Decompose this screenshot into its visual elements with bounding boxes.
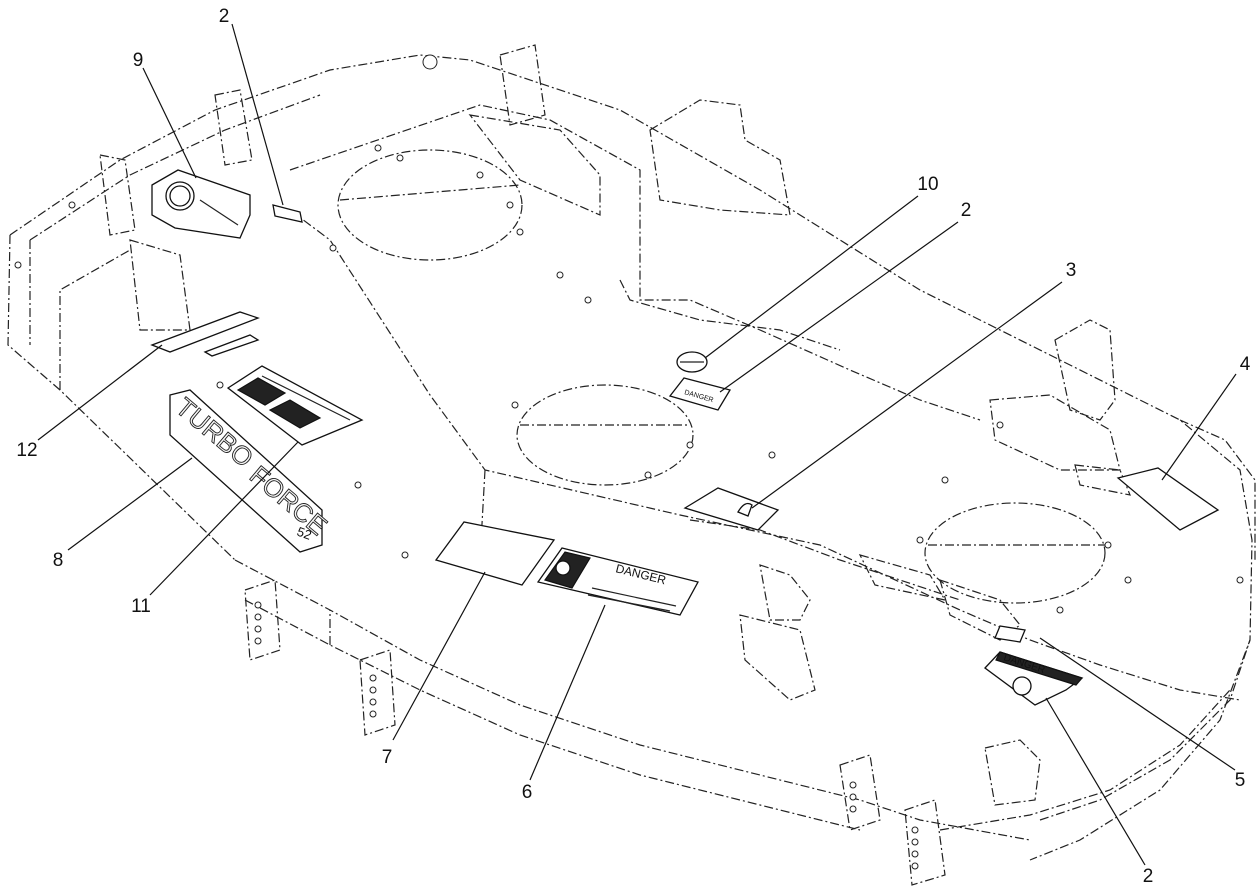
leader-6 [529, 604, 606, 781]
callout-2-mid: 2 [961, 200, 972, 221]
deck-brackets [99, 44, 1131, 806]
leader-7 [392, 571, 486, 741]
small-strip-decal-top [272, 204, 303, 223]
instruction-decal [226, 365, 364, 446]
hitch-plates [244, 579, 946, 886]
callout-4: 4 [1240, 354, 1251, 375]
shield-decal [151, 169, 251, 239]
callout-11: 11 [131, 596, 151, 617]
callout-labels: 2 9 10 2 3 4 12 8 11 7 6 5 2 [16, 6, 1250, 887]
callout-2-bottom: 5 [1235, 770, 1246, 791]
callout-8: 8 [53, 550, 64, 571]
leader-2-top [231, 23, 284, 206]
leader-4 [1161, 373, 1237, 481]
leader-2-mid [719, 221, 959, 393]
callout-12: 12 [16, 440, 37, 461]
height-gauge-decal [150, 311, 260, 357]
leader-12 [37, 344, 163, 441]
leader-11 [149, 441, 299, 596]
callout-2-top: 2 [219, 6, 230, 27]
danger-shield-decal: DANGER [984, 651, 1084, 706]
leader-2-bottom [1039, 637, 1236, 771]
leader-10 [704, 195, 919, 359]
leader-3 [751, 281, 1063, 509]
callout-10: 10 [917, 174, 938, 195]
leader-9 [142, 67, 197, 179]
leader-lines [37, 23, 1237, 866]
callout-7: 7 [382, 747, 393, 768]
callout-5: 2 [1143, 866, 1154, 887]
small-strip-decal-right [994, 625, 1026, 643]
danger-strip-decal: DANGER [668, 377, 732, 411]
callout-6: 6 [522, 782, 533, 803]
blank-decal-right [1116, 467, 1220, 531]
fold-decal [683, 487, 780, 531]
callout-9: 9 [133, 50, 144, 71]
leader-8 [67, 457, 193, 551]
round-decal [676, 351, 708, 373]
callout-3: 3 [1066, 260, 1077, 281]
deck-holes [14, 54, 1244, 614]
leader-5 [1045, 697, 1146, 866]
danger-warning-decal: DANGER [536, 547, 699, 616]
blank-decal-front [434, 521, 556, 586]
size-number: 52 [295, 524, 314, 543]
